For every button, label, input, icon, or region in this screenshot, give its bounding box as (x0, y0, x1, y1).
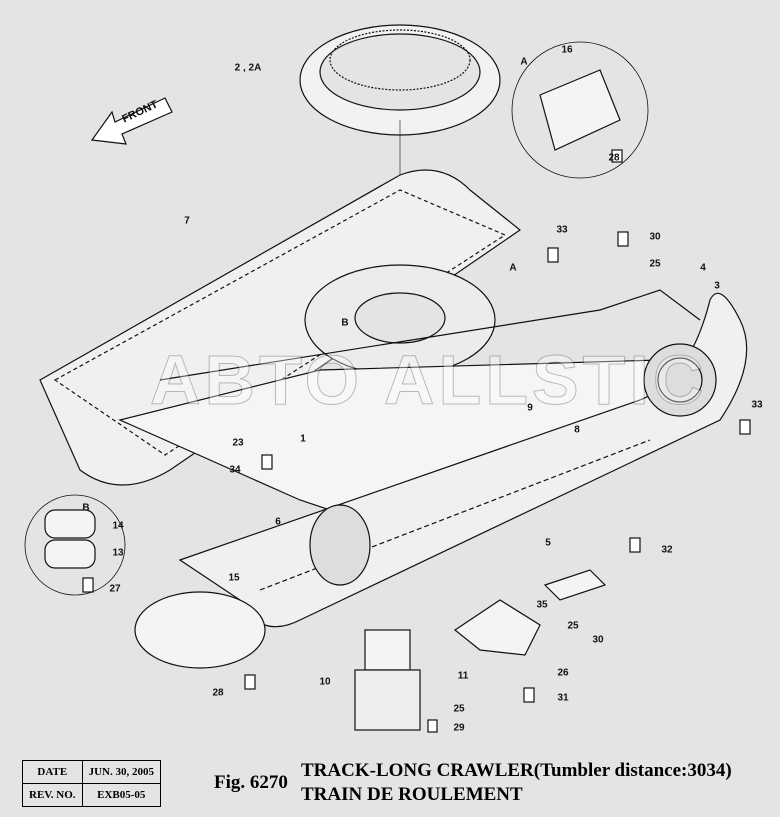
callout-9: 9 (527, 402, 533, 414)
callout-13: 13 (112, 547, 124, 559)
swing-bearing-ring (299, 24, 501, 320)
callout-28: 28 (608, 152, 620, 164)
callout-a: A (509, 262, 517, 274)
cover-plate (134, 591, 266, 669)
callout-34: 34 (229, 464, 241, 476)
callout-29: 29 (453, 722, 465, 734)
guard-bracket (543, 569, 607, 601)
figure-subtitle: TRAIN DE ROULEMENT (301, 784, 523, 805)
track-guard (453, 599, 541, 656)
callout-25: 25 (649, 258, 661, 270)
callout-30: 30 (649, 231, 661, 243)
callout-8: 8 (574, 424, 580, 436)
date-label: DATE (22, 760, 83, 784)
callout-b: B (341, 317, 349, 329)
callout-30: 30 (592, 634, 604, 646)
detail-b-plates (24, 494, 126, 596)
callout-15: 15 (228, 572, 240, 584)
right-track-chain (178, 292, 748, 628)
callout-26: 26 (557, 667, 569, 679)
callout-11: 11 (457, 670, 469, 682)
bolt-icons (82, 149, 751, 733)
callout-5: 5 (545, 537, 551, 549)
callout-14: 14 (112, 520, 124, 532)
callout-27: 27 (109, 583, 121, 595)
callout-6: 6 (275, 516, 281, 528)
callout-33: 33 (751, 399, 763, 411)
callout-31: 31 (557, 692, 569, 704)
callout-b: B (82, 502, 90, 514)
callout-28: 28 (212, 687, 224, 699)
callout-4: 4 (700, 262, 706, 274)
date-value: JUN. 30, 2005 (81, 760, 161, 784)
callout-25: 25 (567, 620, 579, 632)
callout-35: 35 (536, 599, 548, 611)
callout-a: A (520, 56, 528, 68)
rev-value: EXB05-05 (81, 783, 161, 807)
callout-25: 25 (453, 703, 465, 715)
rev-label: REV. NO. (22, 783, 83, 807)
front-arrow-icon (90, 97, 173, 145)
watermark: ABTO ALLSTIC (149, 341, 708, 420)
left-track-chain (39, 169, 522, 486)
callout-23: 23 (232, 437, 244, 449)
center-joint (354, 629, 421, 731)
detail-a-cover (511, 41, 649, 179)
callout-7: 7 (184, 215, 190, 227)
track-frame (118, 264, 702, 521)
callout-32: 32 (661, 544, 673, 556)
callout-33: 33 (556, 224, 568, 236)
figure-title: TRACK-LONG CRAWLER(Tumbler distance:3034… (301, 760, 732, 781)
callout-16: 16 (561, 44, 573, 56)
callout-2-2a: 2 , 2A (234, 62, 262, 74)
callout-10: 10 (319, 676, 331, 688)
revision-table: DATE JUN. 30, 2005 REV. NO. EXB05-05 (22, 760, 161, 807)
figure-number: Fig. 6270 (214, 772, 288, 793)
callout-3: 3 (714, 280, 720, 292)
callout-1: 1 (300, 433, 306, 445)
